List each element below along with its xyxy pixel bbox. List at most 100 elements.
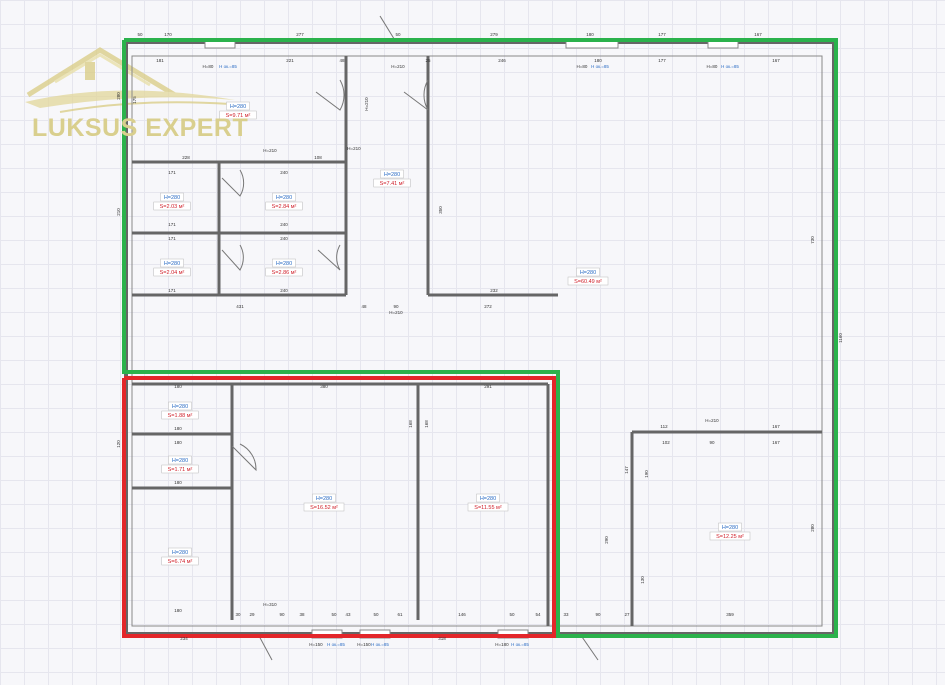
room-area-box xyxy=(265,201,303,211)
dimension-label: 167 xyxy=(772,440,780,445)
dimension-label: 112 xyxy=(660,424,668,429)
room-height: H=280 xyxy=(172,550,188,556)
room-area: S=11.55 м² xyxy=(474,505,502,511)
dimension-label: 50 xyxy=(395,32,401,37)
room-height: H=280 xyxy=(276,261,292,267)
dimension-label: 33 xyxy=(563,612,569,617)
dimension-label: 1160 xyxy=(838,333,843,343)
dimension-label: 146 xyxy=(458,612,466,617)
dimension-label: 168 xyxy=(424,420,429,428)
dimension-label: 180 xyxy=(586,32,594,37)
room-height-box xyxy=(226,101,250,111)
room-height-box xyxy=(168,401,192,411)
room-area: S=16.52 м² xyxy=(310,505,338,511)
room-height: H=280 xyxy=(172,404,188,410)
dimension-label: 234 xyxy=(180,636,188,641)
red-outline xyxy=(122,376,556,638)
room-height-box xyxy=(272,192,296,202)
dimension-label: 180 xyxy=(174,608,182,613)
dimension-label: 181 xyxy=(156,58,164,63)
dimension-label: H ок.=85 xyxy=(219,64,237,69)
dimension-label: 240 xyxy=(280,288,288,293)
dimension-label: 232 xyxy=(490,288,498,293)
dimension-label: 54 xyxy=(535,612,541,617)
windows xyxy=(204,39,739,639)
dimension-label: 48 xyxy=(339,58,345,63)
room-height: H=280 xyxy=(276,195,292,201)
interior-walls xyxy=(132,56,822,626)
room-height-box xyxy=(160,258,184,268)
dimension-label: 240 xyxy=(280,222,288,227)
room-area-box xyxy=(153,267,191,277)
dimension-label: 175 xyxy=(132,96,137,104)
room-height-box xyxy=(168,455,192,465)
doors xyxy=(221,15,599,661)
room-area-box xyxy=(303,502,345,512)
dimension-label: 48 xyxy=(361,304,367,309)
logo-house-icon xyxy=(25,47,235,113)
dimension-label: 180 xyxy=(594,58,602,63)
green-outline xyxy=(122,38,838,638)
room-area: S=1.71 м² xyxy=(168,467,193,473)
dimension-label: 318 xyxy=(438,636,446,641)
dimension-label: 221 xyxy=(286,58,294,63)
room-height-box xyxy=(312,493,336,503)
room-height-box xyxy=(168,547,192,557)
room-height-box xyxy=(576,267,600,277)
dimension-label: H=210 xyxy=(389,310,403,315)
dimension-label: 108 xyxy=(314,155,322,160)
dimension-label: 102 xyxy=(662,440,670,445)
dimension-label: 61 xyxy=(397,612,403,617)
dimension-label: 43 xyxy=(345,612,351,617)
room-area: S=1.88 м² xyxy=(168,413,193,419)
room-height-box xyxy=(160,192,184,202)
dimension-label: 50 xyxy=(373,612,379,617)
room-area-box xyxy=(373,178,411,188)
room-area-box xyxy=(161,556,199,566)
dimension-label: 280 xyxy=(810,524,815,532)
dimension-label: H=80 xyxy=(577,64,588,69)
dimension-label: 228 xyxy=(182,155,190,160)
dimension-label: 90 xyxy=(279,612,285,617)
dimension-label: 170 xyxy=(164,32,172,37)
room-area: S=6.74 м² xyxy=(168,559,193,565)
dimension-label: H=150 xyxy=(309,642,323,647)
room-height: H=280 xyxy=(722,525,738,531)
dimension-label: 30 xyxy=(235,612,241,617)
room-area-box xyxy=(265,267,303,277)
room-area: S=7.41 м² xyxy=(380,181,405,187)
dimension-label: 29 xyxy=(249,612,255,617)
room-height-box xyxy=(718,522,742,532)
room-area: S=60.49 м² xyxy=(574,279,602,285)
dimension-label: 290 xyxy=(604,536,609,544)
room-height: H=280 xyxy=(316,496,332,502)
dimension-label: 279 xyxy=(490,32,498,37)
dimension-label: 171 xyxy=(168,222,176,227)
dimension-label: H ок.=85 xyxy=(591,64,609,69)
dimension-label: H=180 xyxy=(495,642,509,647)
dimension-label: 359 xyxy=(726,612,734,617)
dimension-label: 380 xyxy=(320,384,328,389)
room-height: H=280 xyxy=(230,104,246,110)
room-area: S=2.03 м² xyxy=(160,204,185,210)
dimension-label: 90 xyxy=(709,440,715,445)
dimension-label: H ок.=85 xyxy=(721,64,739,69)
dimension-label: H=210 xyxy=(705,418,719,423)
room-height-box xyxy=(476,493,500,503)
room-area: S=9.71 м² xyxy=(226,113,251,119)
dimension-label: 240 xyxy=(280,170,288,175)
dimension-label: 90 xyxy=(393,304,399,309)
room-area-box xyxy=(219,110,257,120)
room-area-box xyxy=(567,276,609,286)
dimension-label: 177 xyxy=(658,58,666,63)
